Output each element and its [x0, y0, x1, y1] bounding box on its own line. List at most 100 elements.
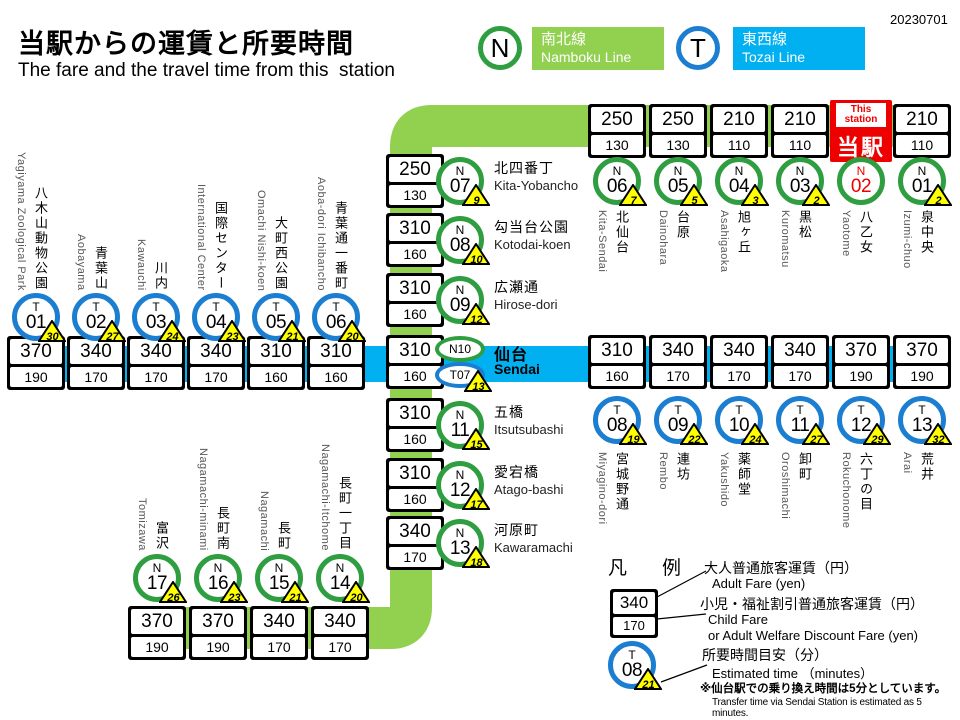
station-name-ja: 台原	[675, 210, 690, 240]
time-badge: 2	[923, 183, 953, 207]
legend-adult-ja: 大人普通旅客運賃（円）	[704, 560, 858, 576]
time-badge: 20	[337, 319, 367, 343]
svg-text:20: 20	[349, 592, 363, 603]
time-triangle-icon: 2	[801, 183, 831, 207]
adult-fare: 210	[774, 107, 826, 132]
station-number: 09	[449, 295, 471, 316]
station-name-en: Hirose-dori	[494, 297, 558, 312]
child-fare: 190	[10, 367, 62, 387]
tozai-line-label: 東西線 Tozai Line	[733, 27, 865, 70]
time-triangle-icon: 13	[463, 369, 493, 393]
adult-fare: 310	[310, 339, 362, 364]
adult-fare: 370	[896, 338, 948, 363]
station-number: 05	[667, 176, 689, 197]
station-name-ja: 仙台	[494, 347, 529, 364]
time-triangle-icon: 3	[740, 183, 770, 207]
time-triangle-icon: 21	[633, 667, 663, 691]
station-number: 11	[790, 415, 810, 436]
legend-adult-en: Adult Fare (yen)	[712, 576, 806, 591]
child-fare: 170	[190, 367, 242, 387]
time-badge: 12	[461, 302, 491, 326]
legend-connector-child	[656, 613, 707, 620]
station-name-ja: 長町	[276, 521, 291, 551]
time-badge: 10	[461, 242, 491, 266]
station-line-letter: N	[917, 164, 927, 178]
child-fare: 160	[389, 489, 441, 509]
page-title-ja: 当駅からの運賃と所要時間	[18, 29, 354, 59]
adult-fare: 310	[389, 461, 441, 486]
adult-fare: 340	[389, 519, 441, 544]
station-name-en: Dainohara	[657, 210, 669, 266]
time-triangle-icon: 20	[337, 319, 367, 343]
station-line-letter: N	[734, 164, 744, 178]
adult-fare: 250	[652, 107, 704, 132]
time-badge: 15	[461, 427, 491, 451]
station-number: 07	[449, 176, 471, 197]
station-name-ja: 八木山動物公園	[33, 186, 48, 291]
station-name-ja: 勾当台公園	[494, 219, 569, 235]
time-triangle-icon: 15	[461, 427, 491, 451]
station-number: 12	[850, 415, 872, 436]
tozai-line-letter: T	[690, 32, 706, 63]
adult-fare: 370	[10, 339, 62, 364]
child-fare: 160	[591, 366, 643, 386]
svg-text:5: 5	[691, 195, 698, 206]
adult-fare: 310	[591, 338, 643, 363]
station-line-letter: T	[735, 403, 743, 417]
namboku-line-name-en: Namboku Line	[541, 49, 632, 66]
adult-fare: 340	[253, 609, 305, 634]
child-fare: 190	[131, 637, 183, 657]
station-line-letter: N	[455, 468, 465, 482]
time-triangle-icon: 27	[801, 422, 831, 446]
station-line-letter: T	[332, 300, 340, 314]
station-name-ja: 長町南	[215, 506, 230, 551]
tozai-line-name-ja: 東西線	[742, 31, 788, 48]
time-badge: 7	[618, 183, 648, 207]
time-badge: 21	[280, 580, 310, 604]
svg-text:20: 20	[345, 331, 359, 342]
child-fare: 170	[613, 617, 655, 635]
time-triangle-icon: 5	[679, 183, 709, 207]
station-number: 02	[850, 176, 872, 197]
station-line-letter: T	[212, 300, 220, 314]
svg-text:15: 15	[470, 439, 483, 450]
adult-fare: 250	[389, 157, 441, 182]
station-name-en: Yagiyama Zoological Park	[15, 152, 27, 291]
station-name-en: Yaotome	[840, 210, 852, 257]
station-name-ja: 長町一丁目	[337, 476, 352, 551]
station-name-en: Oroshimachi	[779, 452, 791, 520]
time-badge: 18	[461, 545, 491, 569]
time-badge: 17	[461, 487, 491, 511]
station-line-letter: T	[628, 648, 636, 662]
station-number: 02	[85, 312, 107, 333]
adult-fare: 340	[774, 338, 826, 363]
station-name-en: Asahigaoka	[718, 210, 730, 273]
child-fare: 130	[652, 135, 704, 155]
page-title-en: The fare and the travel time from this s…	[18, 60, 396, 81]
station-name-ja: 富沢	[154, 521, 169, 551]
time-triangle-icon: 22	[679, 422, 709, 446]
svg-text:13: 13	[472, 381, 484, 392]
time-triangle-icon: 30	[37, 319, 67, 343]
time-badge: 3	[740, 183, 770, 207]
station-name-ja: 五橋	[494, 404, 524, 420]
namboku-line-name-ja: 南北線	[541, 31, 587, 48]
svg-text:3: 3	[752, 195, 758, 206]
station-name-en: Nagamachi-minami	[197, 448, 209, 551]
station-line-letter: T	[92, 300, 100, 314]
time-badge: 22	[679, 422, 709, 446]
